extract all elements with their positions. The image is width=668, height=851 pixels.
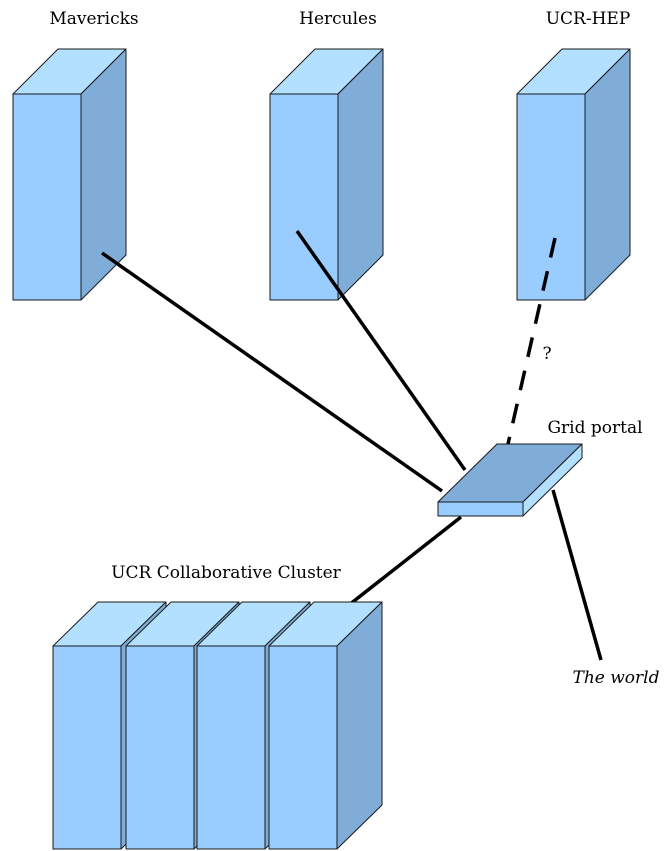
hercules-label: Hercules	[299, 9, 377, 29]
hercules-server-front	[269, 93, 339, 301]
mavericks-label: Mavericks	[49, 9, 138, 29]
grid-portal-device	[437, 443, 583, 517]
grid-portal-label: Grid portal	[547, 418, 642, 438]
cluster-node-3-front	[196, 645, 266, 850]
cluster-node-2-front	[125, 645, 195, 850]
cluster-node-1-front	[52, 645, 122, 850]
ucr-hep-label: UCR-HEP	[546, 9, 631, 29]
link-hercules-portal	[295, 229, 467, 472]
cluster-label: UCR Collaborative Cluster	[111, 563, 342, 583]
cluster-node-4-side	[336, 601, 383, 850]
link-ucr-hep-portal	[506, 237, 557, 445]
mavericks-server-side	[80, 48, 127, 301]
hercules-server-side	[337, 48, 384, 301]
ucr-hep-server-side	[584, 48, 631, 301]
link-mavericks-portal	[100, 251, 444, 493]
cluster-node-4-front	[268, 645, 338, 850]
ucr-hep-server-front	[516, 93, 586, 301]
ucr-hep-server	[516, 48, 631, 301]
link-portal-world	[551, 489, 603, 661]
unknown-link-question-mark: ?	[542, 344, 551, 364]
mavericks-server-front	[12, 93, 82, 301]
grid-portal-front	[437, 501, 524, 517]
mavericks-server	[12, 48, 127, 301]
cluster-node-4	[268, 601, 383, 850]
hercules-server	[269, 48, 384, 301]
world-label: The world	[573, 668, 660, 688]
link-portal-cluster	[338, 515, 463, 614]
